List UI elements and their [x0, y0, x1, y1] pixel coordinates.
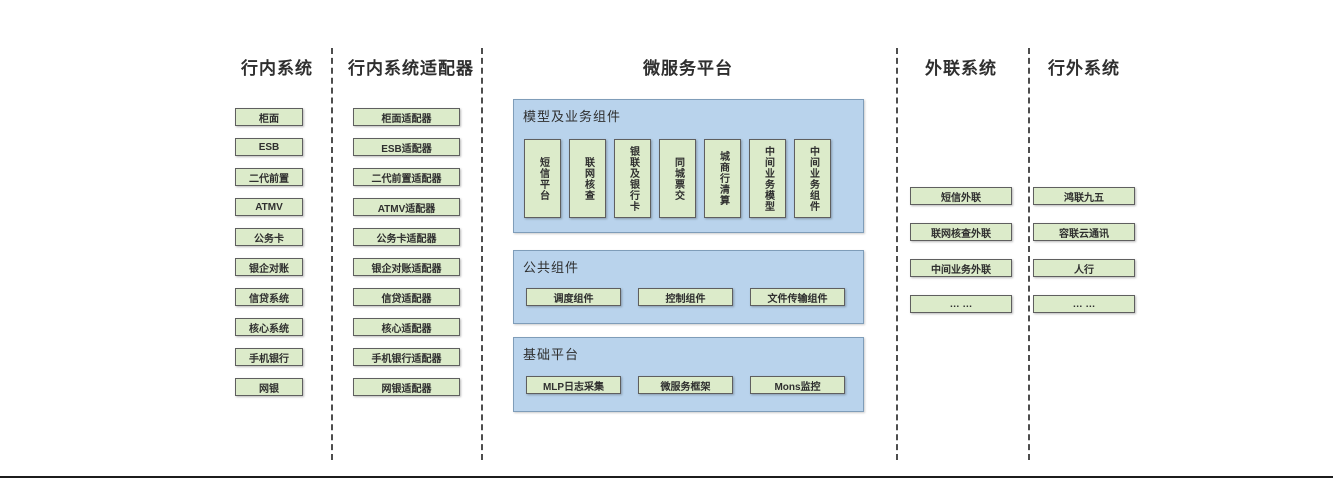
outreach-node: 中间业务外联 — [910, 259, 1012, 277]
container-label: 模型及业务组件 — [523, 109, 622, 124]
adapter-column: 柜面适配器 ESB适配器 二代前置适配器 ATMV适配器 公务卡适配器 银企对账… — [353, 108, 460, 396]
lane-title-external: 行外系统 — [1048, 59, 1120, 78]
external-node: … … — [1033, 295, 1135, 313]
internal-system-node: 银企对账 — [235, 258, 303, 276]
adapter-node: ATMV适配器 — [353, 198, 460, 216]
base-platform-row: MLP日志采集 微服务框架 Mons监控 — [526, 376, 845, 394]
model-component-node: 中间业务组件 — [794, 139, 831, 218]
internal-system-node: 网银 — [235, 378, 303, 396]
internal-systems-column: 柜面 ESB 二代前置 ATMV 公务卡 银企对账 信贷系统 核心系统 手机银行… — [235, 108, 303, 396]
internal-system-node: 信贷系统 — [235, 288, 303, 306]
common-components-container: 公共组件 调度组件 控制组件 文件传输组件 — [513, 250, 864, 324]
model-component-node: 银联及银行卡 — [614, 139, 651, 218]
common-component-row: 调度组件 控制组件 文件传输组件 — [526, 288, 845, 306]
common-component-node: 调度组件 — [526, 288, 621, 306]
lane-title-platform: 微服务平台 — [643, 59, 733, 78]
model-component-node: 同城票交 — [659, 139, 696, 218]
model-component-node: 城商行清算 — [704, 139, 741, 218]
internal-system-node: ATMV — [235, 198, 303, 216]
base-platform-node: MLP日志采集 — [526, 376, 621, 394]
model-component-row: 短信平台 联网核查 银联及银行卡 同城票交 城商行清算 中间业务模型 中间业务组… — [524, 139, 831, 218]
model-component-node: 中间业务模型 — [749, 139, 786, 218]
adapter-node: 信贷适配器 — [353, 288, 460, 306]
adapter-node: 核心适配器 — [353, 318, 460, 336]
adapter-node: 柜面适配器 — [353, 108, 460, 126]
outreach-column: 短信外联 联网核查外联 中间业务外联 … … — [910, 187, 1012, 313]
bottom-divider — [0, 476, 1333, 478]
model-component-node: 短信平台 — [524, 139, 561, 218]
base-platform-container: 基础平台 MLP日志采集 微服务框架 Mons监控 — [513, 337, 864, 412]
lane-separator — [896, 48, 898, 460]
lane-separator — [1028, 48, 1030, 460]
internal-system-node: 二代前置 — [235, 168, 303, 186]
external-node: 容联云通讯 — [1033, 223, 1135, 241]
lane-title-outreach: 外联系统 — [925, 59, 997, 78]
adapter-node: 网银适配器 — [353, 378, 460, 396]
adapter-node: ESB适配器 — [353, 138, 460, 156]
outreach-node: 短信外联 — [910, 187, 1012, 205]
container-label: 基础平台 — [523, 347, 580, 362]
base-platform-node: 微服务框架 — [638, 376, 733, 394]
lane-title-internal: 行内系统 — [241, 59, 313, 78]
external-node: 鸿联九五 — [1033, 187, 1135, 205]
internal-system-node: 公务卡 — [235, 228, 303, 246]
adapter-node: 手机银行适配器 — [353, 348, 460, 366]
external-node: 人行 — [1033, 259, 1135, 277]
lane-separator — [481, 48, 483, 460]
internal-system-node: ESB — [235, 138, 303, 156]
adapter-node: 二代前置适配器 — [353, 168, 460, 186]
base-platform-node: Mons监控 — [750, 376, 845, 394]
model-business-components-container: 模型及业务组件 短信平台 联网核查 银联及银行卡 同城票交 城商行清算 中间业务… — [513, 99, 864, 233]
model-component-node: 联网核查 — [569, 139, 606, 218]
lane-title-adapter: 行内系统适配器 — [348, 59, 474, 78]
internal-system-node: 手机银行 — [235, 348, 303, 366]
external-column: 鸿联九五 容联云通讯 人行 … … — [1033, 187, 1135, 313]
common-component-node: 控制组件 — [638, 288, 733, 306]
adapter-node: 公务卡适配器 — [353, 228, 460, 246]
outreach-node: 联网核查外联 — [910, 223, 1012, 241]
internal-system-node: 核心系统 — [235, 318, 303, 336]
container-label: 公共组件 — [523, 260, 580, 275]
internal-system-node: 柜面 — [235, 108, 303, 126]
adapter-node: 银企对账适配器 — [353, 258, 460, 276]
lane-separator — [331, 48, 333, 460]
common-component-node: 文件传输组件 — [750, 288, 845, 306]
outreach-node: … … — [910, 295, 1012, 313]
